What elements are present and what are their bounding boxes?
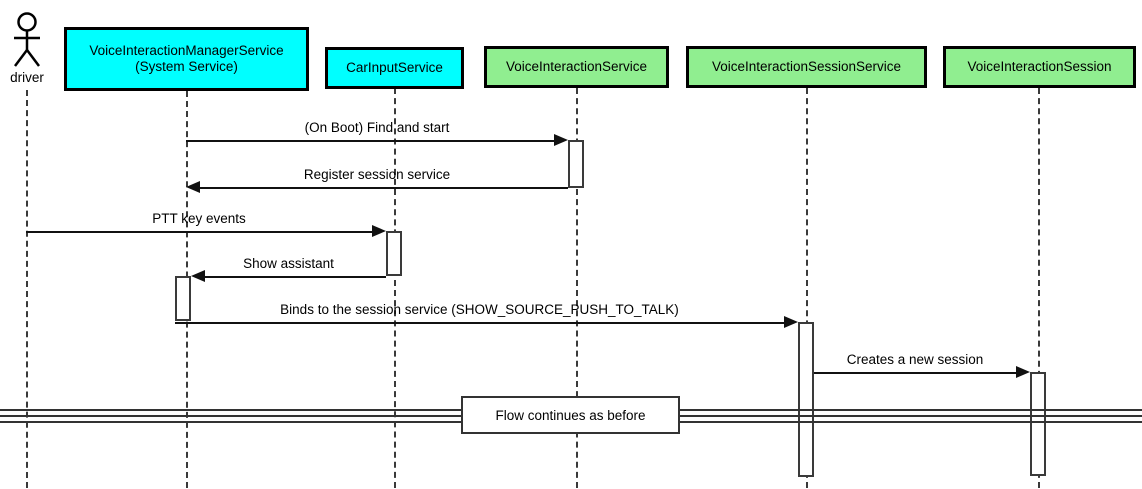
divider-box-flow-continues: Flow continues as before	[461, 396, 680, 434]
message-line-ptt-key-events	[26, 231, 372, 233]
participant-box-carinputservice[interactable]: CarInputService	[325, 47, 464, 89]
message-line-creates-a-new-session	[814, 372, 1016, 374]
participant-box-voiceinteractionsessionservice[interactable]: VoiceInteractionSessionService	[686, 46, 927, 88]
message-label-register-session-service: Register session service	[303, 167, 451, 182]
actor-driver-label: driver	[10, 70, 44, 85]
participant-label-vis: VoiceInteractionService	[505, 59, 648, 75]
message-label-creates-a-new-session: Creates a new session	[846, 352, 984, 367]
message-arrowhead-creates-a-new-session	[1016, 366, 1030, 378]
message-label-ptt-key-events: PTT key events	[152, 211, 246, 226]
activation-bar-vsession	[1030, 372, 1046, 476]
message-arrowhead-binds-to-the-session-service	[784, 316, 798, 328]
activation-bar-viss	[798, 322, 814, 477]
lifeline-driver	[26, 90, 28, 488]
activation-bar-cis	[386, 231, 402, 276]
message-line-on-boot-find-and-start	[186, 140, 554, 142]
message-line-register-session-service	[200, 187, 568, 189]
message-line-show-assistant	[205, 276, 386, 278]
lifeline-cis	[394, 88, 396, 488]
participant-box-voiceinteractionmanagerservice[interactable]: VoiceInteractionManagerService (System S…	[64, 27, 309, 91]
message-label-show-assistant: Show assistant	[243, 256, 334, 271]
message-label-on-boot-find-and-start: (On Boot) Find and start	[304, 120, 450, 135]
message-arrowhead-ptt-key-events	[372, 225, 386, 237]
lifeline-vsession	[1038, 88, 1040, 488]
participant-label-cis: CarInputService	[346, 60, 443, 76]
message-arrowhead-register-session-service	[186, 181, 200, 193]
participant-box-voiceinteractionsession[interactable]: VoiceInteractionSession	[943, 46, 1136, 88]
lifeline-vis	[576, 88, 578, 488]
message-arrowhead-on-boot-find-and-start	[554, 134, 568, 146]
participant-label-vims: VoiceInteractionManagerService (System S…	[89, 43, 284, 74]
participant-box-voiceinteractionservice[interactable]: VoiceInteractionService	[484, 46, 669, 88]
participant-label-viss: VoiceInteractionSessionService	[711, 59, 902, 75]
message-label-binds-to-the-session-service: Binds to the session service (SHOW_SOURC…	[280, 302, 679, 317]
participant-label-vsession: VoiceInteractionSession	[967, 59, 1112, 75]
activation-bar-vis	[568, 140, 584, 188]
message-arrowhead-show-assistant	[191, 270, 205, 282]
actor-driver	[8, 12, 46, 68]
stick-figure-actor-icon	[14, 12, 40, 67]
activation-bar-vims	[175, 276, 191, 321]
lifeline-viss	[806, 88, 808, 488]
message-line-binds-to-the-session-service	[175, 322, 784, 324]
divider-box-label: Flow continues as before	[495, 407, 646, 423]
